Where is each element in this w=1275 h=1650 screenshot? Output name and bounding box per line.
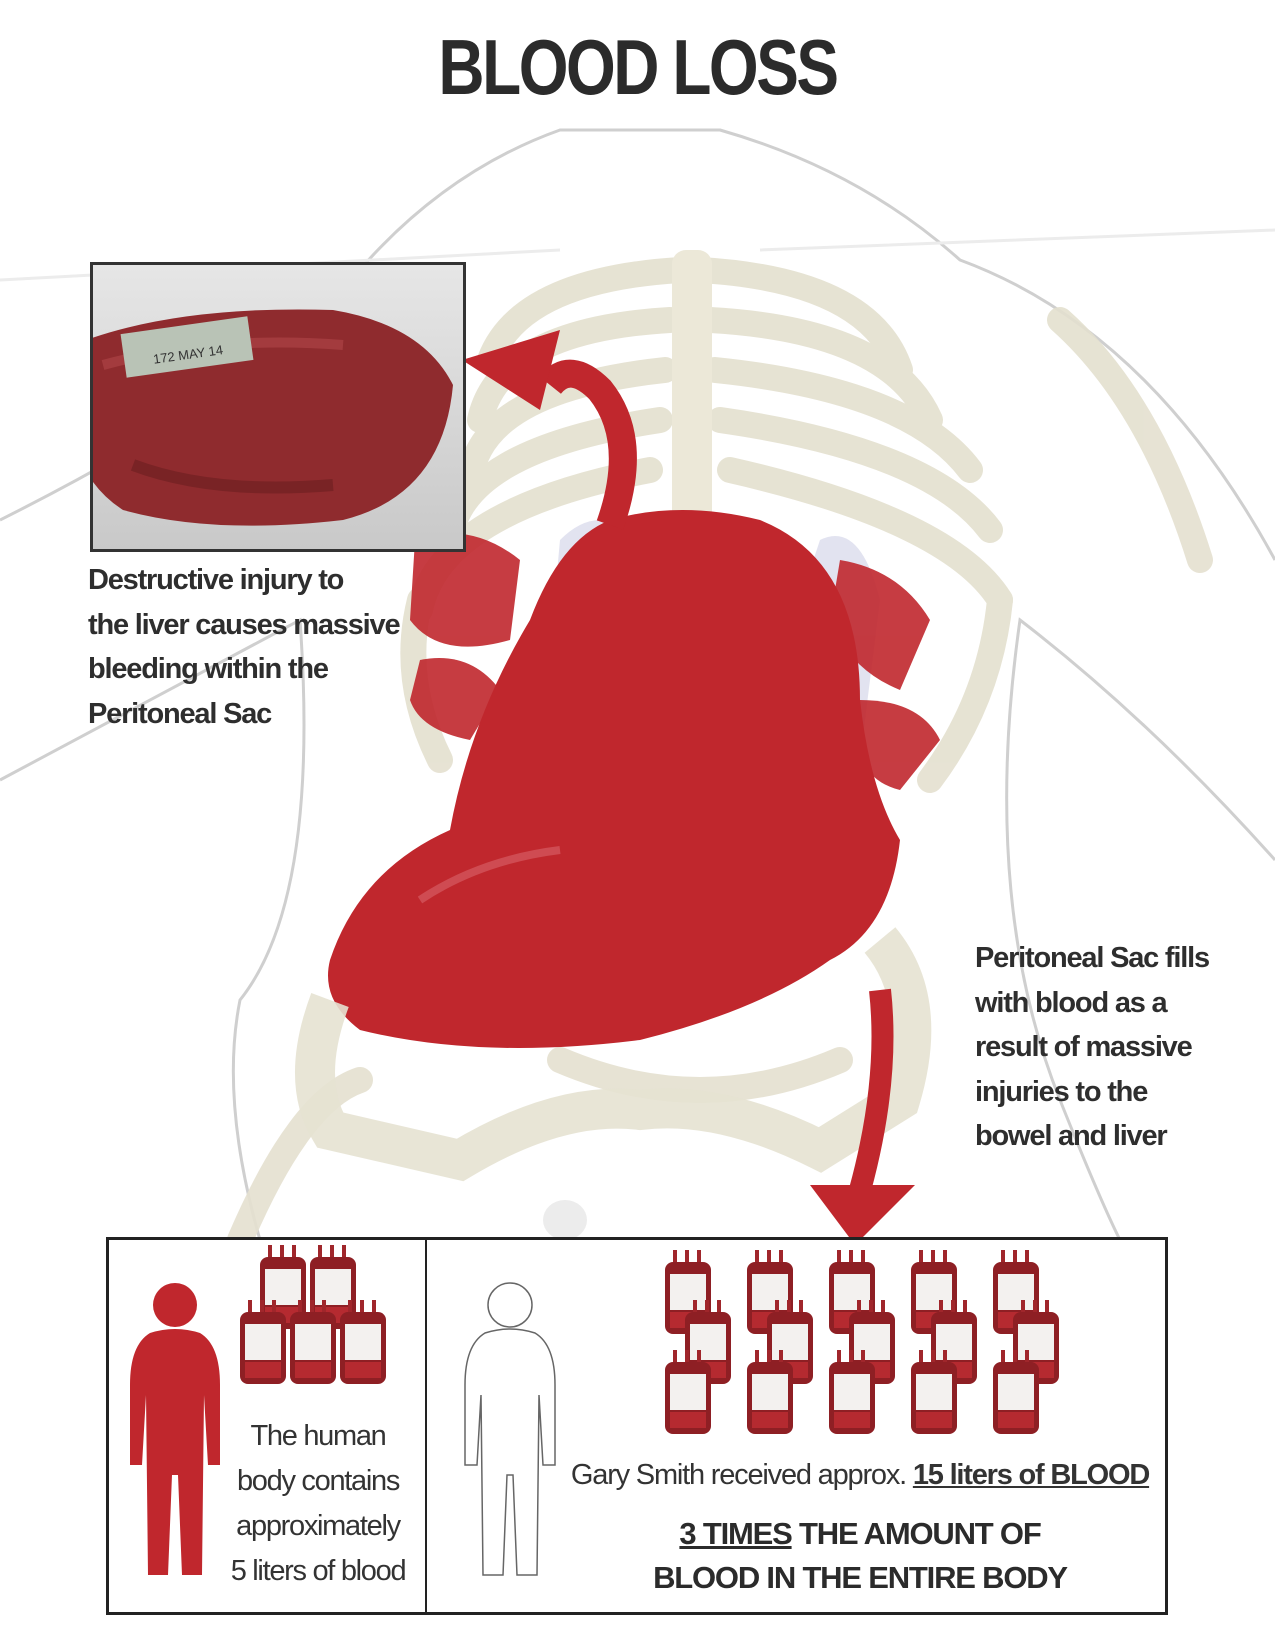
- emphasis-text: 3 TIMES THE AMOUNT OF BLOOD IN THE ENTIR…: [560, 1512, 1160, 1600]
- caption-line: bleeding within the: [88, 653, 329, 685]
- liver-photo: 172 MAY 14: [90, 262, 466, 552]
- peritoneal-sac-blood: [328, 510, 900, 1048]
- liver-caption: Destructive injury to the liver causes m…: [88, 558, 401, 736]
- panel-divider: [425, 1237, 427, 1615]
- blood-bag-icon: [260, 1245, 306, 1329]
- red-body-silhouette-icon: [130, 1283, 220, 1575]
- caption-line: injuries to the: [975, 1075, 1148, 1108]
- sac-caption: Peritoneal Sac fills with blood as a res…: [975, 936, 1210, 1159]
- text-line: body contains: [236, 1465, 400, 1497]
- caption-line: bowel and liver: [975, 1120, 1168, 1152]
- caption-line: result of massive: [975, 1031, 1193, 1063]
- times-amount: 3 TIMES: [679, 1516, 792, 1551]
- received-prefix: Gary Smith received approx.: [570, 1459, 907, 1491]
- caption-line: Peritoneal Sac: [88, 697, 272, 730]
- emphasis-line2: BLOOD IN THE ENTIRE BODY: [653, 1560, 1068, 1595]
- blood-bags-15: [665, 1250, 1059, 1434]
- outline-body-silhouette-icon: [464, 1282, 556, 1576]
- received-amount: 15 liters of BLOOD: [912, 1459, 1150, 1491]
- page-title: BLOOD LOSS: [438, 23, 839, 111]
- blood-bag-icon: [829, 1350, 875, 1434]
- caption-line: Destructive injury to: [88, 564, 344, 596]
- arrow-to-panel: [849, 988, 894, 1193]
- caption-line: Peritoneal Sac fills: [975, 942, 1210, 974]
- blood-bag-icon: [911, 1350, 957, 1434]
- blood-bag-icon: [340, 1300, 386, 1384]
- received-text: Gary Smith received approx. 15 liters of…: [560, 1459, 1160, 1492]
- arrow-head-icon: [462, 330, 560, 410]
- arrow-head-icon: [810, 1185, 915, 1245]
- blood-bag-icon: [993, 1350, 1039, 1434]
- body-volume-text: The human body contains approximately 5 …: [218, 1414, 418, 1594]
- emphasis-rest: THE AMOUNT OF: [799, 1516, 1042, 1551]
- blood-bag-icon: [240, 1300, 286, 1384]
- blood-bag-icon: [747, 1350, 793, 1434]
- caption-line: with blood as a: [975, 986, 1168, 1019]
- text-line: 5 liters of blood: [230, 1555, 407, 1587]
- blood-bag-icon: [290, 1300, 336, 1384]
- text-line: approximately: [236, 1510, 401, 1542]
- caption-line: the liver causes massive: [88, 608, 401, 641]
- blood-bags-5: [240, 1245, 386, 1384]
- text-line: The human: [250, 1420, 387, 1452]
- arrow-to-liver: [539, 359, 637, 530]
- blood-bag-icon: [665, 1350, 711, 1434]
